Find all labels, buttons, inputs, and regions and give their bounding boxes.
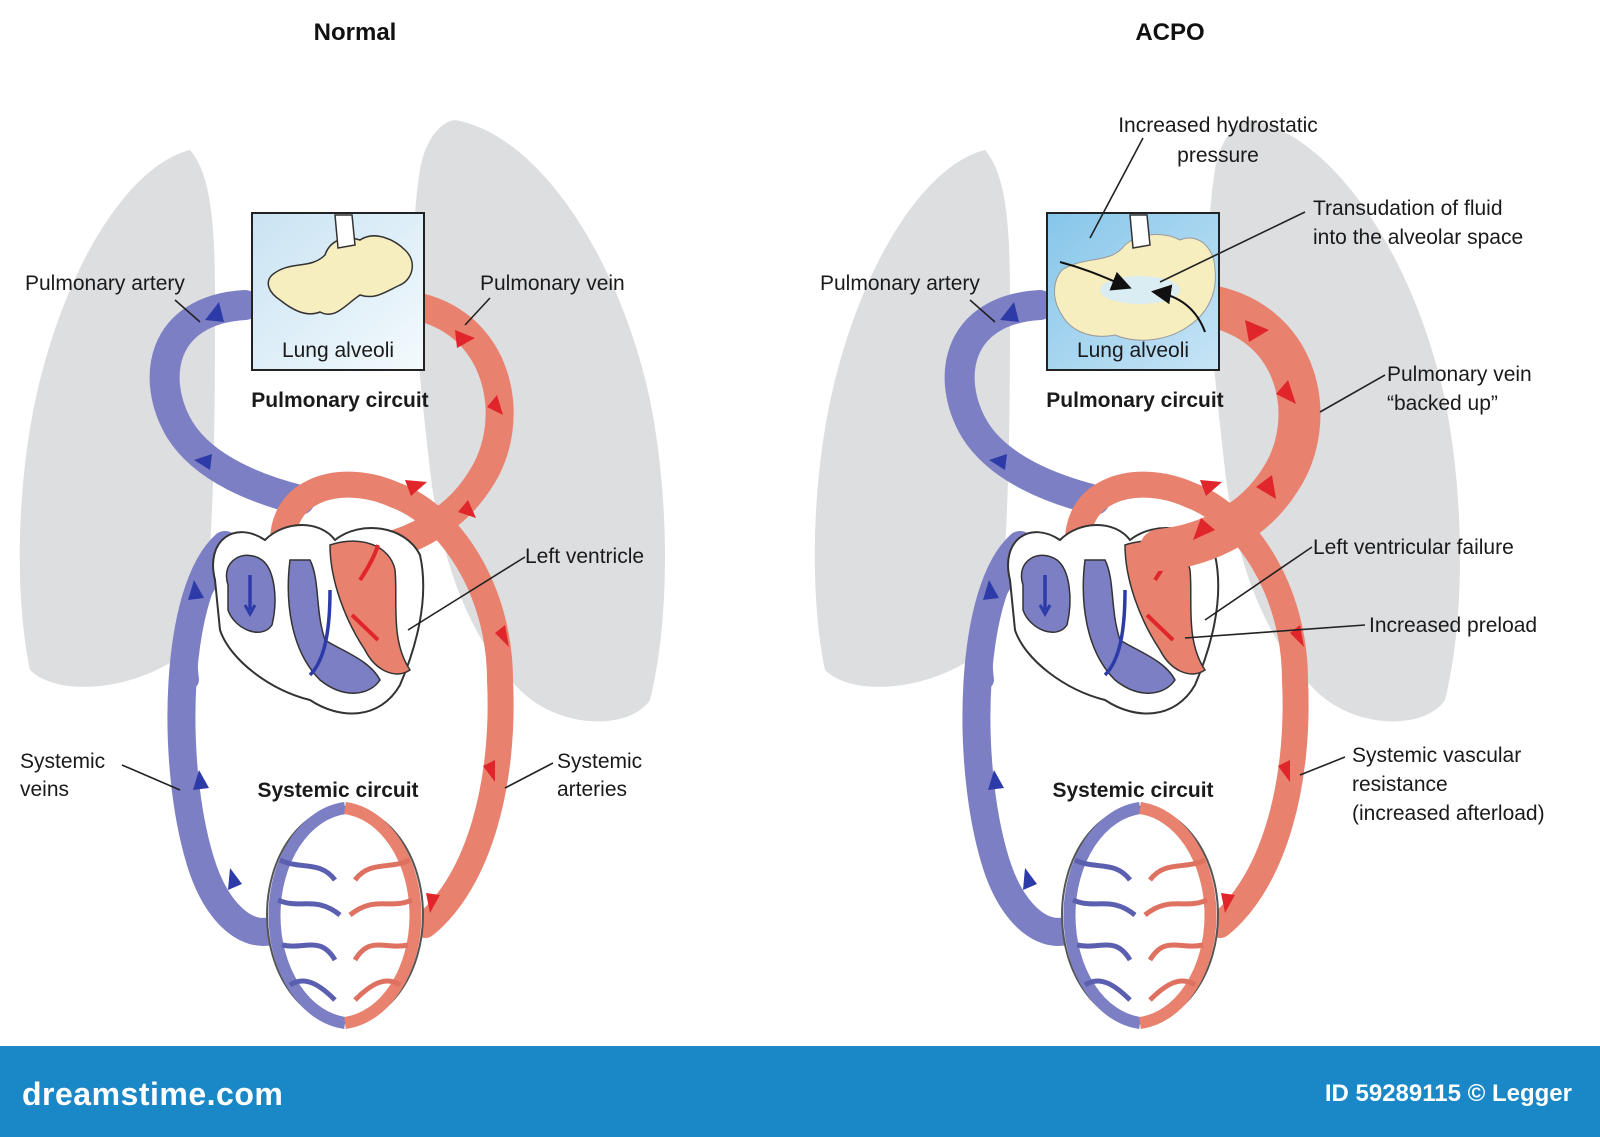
acpo-preload-label: Increased preload — [1369, 614, 1537, 637]
acpo-svr-label-3: (increased afterload) — [1352, 802, 1545, 825]
normal-systemic-arteries-label-2: arteries — [557, 778, 627, 801]
acpo-pulmonary-artery-label: Pulmonary artery — [820, 272, 980, 295]
normal-systemic-veins-label-1: Systemic — [20, 750, 105, 773]
stock-id: ID 59289115 © Legger — [1324, 1080, 1572, 1107]
normal-pulmonary-circuit-label: Pulmonary circuit — [251, 389, 428, 412]
acpo-transudation-label-1: Transudation of fluid — [1313, 197, 1503, 220]
acpo-title: ACPO — [1135, 19, 1204, 46]
normal-left-ventricle-label: Left ventricle — [525, 545, 644, 568]
normal-alveoli-shape — [267, 235, 414, 315]
acpo-vein-backed-label-1: Pulmonary vein — [1387, 363, 1532, 386]
normal-systemic-veins-label-2: veins — [20, 778, 69, 801]
normal-title: Normal — [314, 19, 397, 46]
acpo-svr-label-1: Systemic vascular — [1352, 744, 1521, 767]
acpo-panel: ACPO Lung alveoli Pulmonary artery Incre… — [815, 19, 1545, 1023]
acpo-transudation-label-2: into the alveolar space — [1313, 226, 1523, 249]
acpo-lung-alveoli-label: Lung alveoli — [1077, 339, 1189, 362]
normal-pulmonary-vein-label: Pulmonary vein — [480, 272, 625, 295]
normal-panel: Normal Lung alveoli Pulmonary artery Pul… — [20, 19, 665, 1023]
acpo-hydrostatic-label-1: Increased hydrostatic — [1118, 114, 1318, 137]
acpo-hydrostatic-label-2: pressure — [1177, 144, 1259, 167]
acpo-vein-backed-label-2: “backed up” — [1387, 392, 1498, 415]
normal-systemic-circuit-label: Systemic circuit — [257, 779, 418, 802]
acpo-svr-label-2: resistance — [1352, 773, 1448, 796]
watermark-brand: dreamstime.com — [22, 1076, 284, 1112]
normal-pulmonary-artery-label: Pulmonary artery — [25, 272, 185, 295]
normal-bronchus — [334, 214, 356, 249]
acpo-backed-up-vein — [1139, 284, 1321, 571]
normal-systemic-arteries-label-1: Systemic — [557, 750, 642, 773]
circulation-diagram: Normal Lung alveoli Pulmonary artery Pul… — [0, 19, 1545, 1046]
acpo-pulmonary-circuit-label: Pulmonary circuit — [1046, 389, 1223, 412]
footer-bar: dreamstime.com ID 59289115 © Legger — [0, 1046, 1600, 1137]
acpo-systemic-circuit-label: Systemic circuit — [1052, 779, 1213, 802]
normal-lung-alveoli-label: Lung alveoli — [282, 339, 394, 362]
acpo-lv-failure-label: Left ventricular failure — [1313, 536, 1514, 559]
